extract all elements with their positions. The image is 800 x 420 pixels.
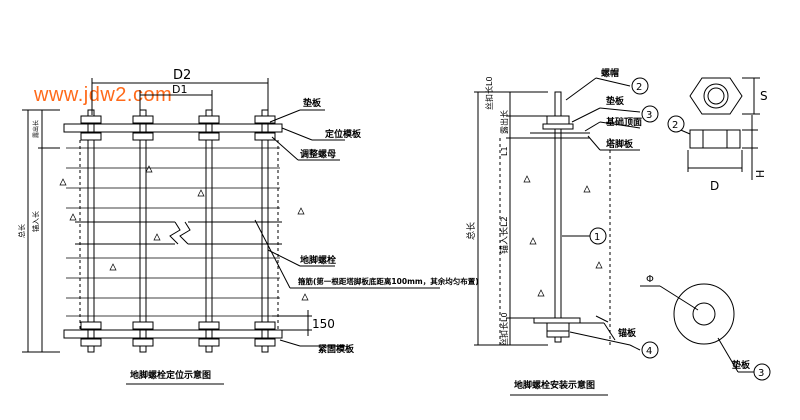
label-stirrup: 箍筋(第一根距塔脚板底距离100mm，其余均匀布置) (298, 276, 479, 286)
dim-S: S (760, 89, 768, 103)
dim-thread-bottom: 丝扣长L0 (499, 312, 509, 346)
label-washer-left: 垫板 (303, 97, 322, 109)
dim-D1: D1 (172, 83, 187, 96)
label-nut: 螺帽 (601, 67, 619, 79)
dim-thread-top: 丝扣长L0 (484, 76, 494, 110)
dim-D2: D2 (173, 68, 191, 83)
installation-diagram (474, 77, 641, 351)
callout-4-middle: 4 (646, 346, 652, 357)
dim-phi: Φ (646, 274, 654, 285)
label-foundation-top: 基础顶面 (605, 116, 642, 128)
dim-L1: L1 (500, 146, 509, 156)
label-anchor-bolt-left: 地脚螺栓 (300, 254, 336, 266)
callout-circles-middle (589, 77, 659, 359)
concrete-hatch-middle (523, 175, 603, 297)
caption-positioning: 地脚螺栓定位示意图 (130, 369, 211, 381)
dim-expose-middle: 露出长 (499, 110, 509, 134)
callout-2-right: 2 (672, 120, 678, 131)
dim-total-middle: 总长 (465, 222, 477, 240)
callout-1-middle: 1 (594, 232, 600, 243)
dim-total-length: 总长 (17, 224, 26, 238)
label-position-plate: 定位模板 (324, 128, 362, 140)
label-washer-middle: 垫板 (606, 95, 625, 107)
dim-150: 150 (312, 317, 335, 331)
callout-2-middle: 2 (636, 82, 642, 93)
dim-expose-length: 露出长 (32, 120, 40, 138)
watermark-text: www.jdw2.com (34, 84, 173, 106)
caption-installation: 地脚螺栓安装示意图 (514, 379, 595, 391)
dim-embed-length: 锚入长 (31, 211, 40, 232)
label-washer-right: 垫板 (732, 359, 751, 371)
callout-circles-right (667, 115, 771, 381)
label-tower-plate: 塔脚板 (606, 138, 634, 150)
positioning-diagram (22, 78, 440, 353)
label-anchor-plate: 锚板 (618, 327, 637, 339)
label-fix-plate: 紧固模板 (318, 343, 355, 355)
concrete-hatch-left (59, 165, 309, 301)
nut-washer-detail (640, 77, 760, 373)
callout-3-right: 3 (758, 368, 764, 379)
dim-H: H (754, 170, 767, 178)
anchor-bolts-left (87, 109, 269, 353)
callout-3-middle: 3 (646, 110, 652, 121)
dim-D: D (710, 179, 719, 193)
dim-embed-middle: 锚入长L2 (498, 216, 510, 254)
label-adjust-nut: 调整螺母 (300, 148, 336, 160)
